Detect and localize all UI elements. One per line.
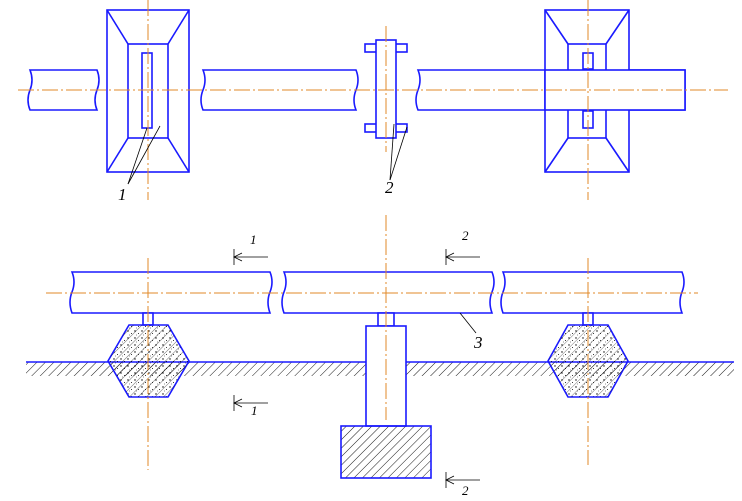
callout-label-support-2: 2 — [385, 178, 394, 197]
plan-pipe-segment-middle — [200, 69, 359, 111]
section-label-2-top: 2 — [462, 228, 469, 243]
section-mark-1-top — [233, 249, 268, 265]
callout-label-pipe-3: 3 — [473, 333, 483, 352]
section-label-2-bottom: 2 — [462, 483, 469, 498]
callout-leader-3 — [459, 312, 477, 334]
section-label-1-bottom: 1 — [251, 403, 258, 418]
elevation-view — [26, 215, 734, 479]
section-label-1-top: 1 — [250, 232, 257, 247]
elevation-pipe-segment-right — [500, 271, 685, 314]
section-mark-2-bottom — [445, 472, 480, 488]
plan-fixed-support-right — [544, 9, 686, 173]
callout-leaders-top — [127, 123, 408, 185]
section-mark-1-bottom — [233, 395, 268, 411]
callout-label-support-1: 1 — [118, 185, 127, 204]
plan-view — [18, 0, 728, 200]
section-mark-2-top — [445, 249, 480, 265]
plan-pipe-segment-left — [27, 69, 100, 111]
